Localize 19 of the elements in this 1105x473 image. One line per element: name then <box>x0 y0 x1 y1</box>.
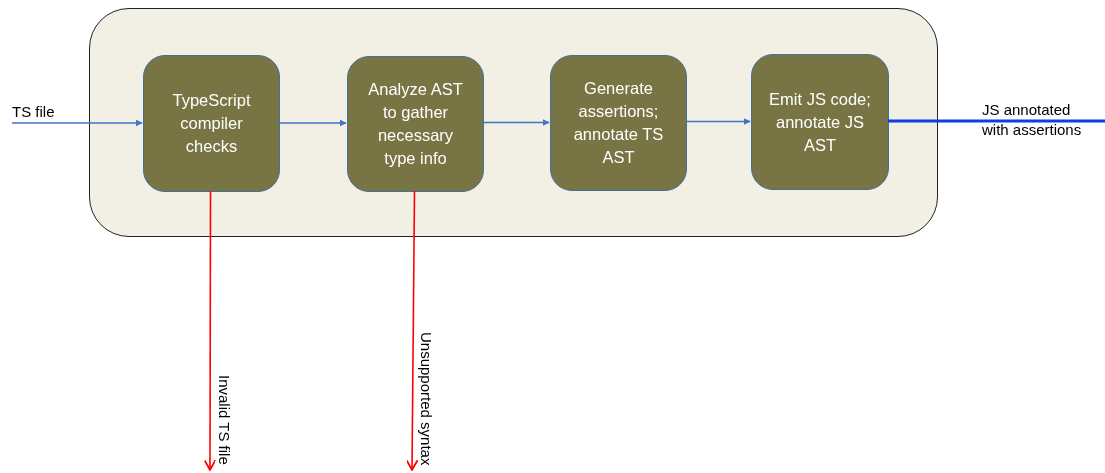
edge-label: Unsupported syntax <box>417 332 436 466</box>
arrow <box>685 118 751 125</box>
arrow <box>203 190 217 471</box>
edge-label: Invalid TS file <box>215 375 234 465</box>
arrow <box>11 119 143 127</box>
edge-label: TS file <box>12 102 55 122</box>
process-box <box>143 55 280 192</box>
arrow <box>482 119 550 126</box>
process-box <box>347 56 484 192</box>
process-box <box>751 54 889 190</box>
container-box <box>89 8 938 237</box>
step-text: TypeScript compiler checks <box>171 90 252 157</box>
arrow <box>278 119 347 127</box>
arrow <box>405 190 419 471</box>
edge-label: JS annotated with assertions <box>982 100 1083 140</box>
step-text: Analyze AST to gather necessary type info <box>367 79 464 169</box>
process-box <box>550 55 687 191</box>
step-text: Emit JS code; annotate JS AST <box>768 88 872 156</box>
step-text: Generate assertions; annotate TS AST <box>572 78 665 168</box>
